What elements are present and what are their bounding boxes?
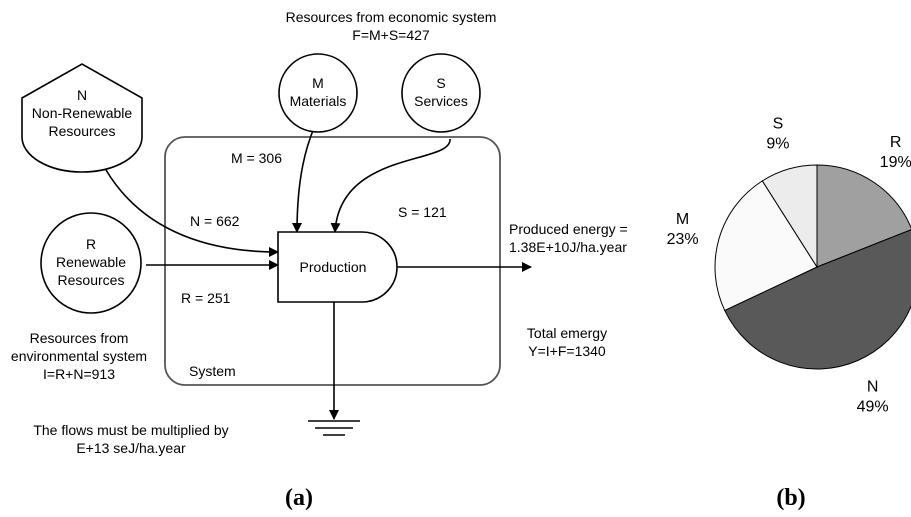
pie-slice-n — [724, 229, 911, 370]
pie-percent-n: 49% — [857, 399, 889, 416]
production-label: Production — [300, 259, 367, 275]
source-m-line1: Materials — [290, 93, 347, 109]
env-resources-line2: environmental system — [11, 348, 147, 364]
system-boundary — [164, 136, 501, 386]
flow-label-s: S = 121 — [398, 204, 447, 220]
pie-slice-m — [714, 180, 818, 312]
panel-label-b: (b) — [776, 485, 805, 511]
produced-energy-line1: Produced energy = — [509, 221, 628, 237]
system-label: System — [189, 363, 236, 379]
pie-slice-r — [816, 164, 911, 268]
env-resources-line1: Resources from — [30, 330, 129, 346]
produced-energy-line2: 1.38E+10J/ha.year — [509, 239, 627, 255]
source-r-line2: Resources — [58, 272, 125, 288]
flow-label-n: N = 662 — [190, 213, 240, 229]
multiplier-note-line2: E+13 seJ/ha.year — [76, 440, 186, 456]
flow-label-m: M = 306 — [231, 150, 282, 166]
source-node-s — [401, 53, 481, 133]
economic-formula: F=M+S=427 — [352, 27, 430, 43]
source-node-m — [278, 53, 358, 133]
env-resources-line3: I=R+N=913 — [43, 366, 115, 382]
source-r-line1: Renewable — [56, 254, 126, 270]
source-s-line1: Services — [414, 93, 468, 109]
source-node-r — [40, 212, 142, 314]
economic-heading: Resources from economic system — [286, 9, 497, 25]
source-n-line1: Non-Renewable — [32, 105, 133, 121]
source-m-letter: M — [312, 75, 324, 91]
pie-letter-r: R — [890, 134, 902, 151]
flow-arrow-n — [105, 169, 279, 257]
flow-arrow-m — [292, 116, 320, 233]
pie-percent-s: 9% — [766, 136, 789, 153]
heat-sink-icon — [308, 420, 360, 436]
pie-letter-m: M — [676, 211, 689, 228]
production-node — [277, 231, 398, 303]
pie-percent-r: 19% — [880, 154, 911, 171]
total-emergy-line1: Total emergy — [527, 325, 607, 341]
panel-label-a: (a) — [285, 485, 313, 511]
emergy-diagram: System Resources from economic system F=… — [11, 9, 628, 511]
multiplier-note-line1: The flows must be multiplied by — [33, 422, 228, 438]
source-n-letter: N — [77, 87, 87, 103]
source-s-letter: S — [436, 75, 445, 91]
pie-slice-s — [761, 164, 818, 269]
pie-percent-m: 23% — [667, 231, 699, 248]
pie-letter-n: N — [867, 379, 879, 396]
pie-letter-s: S — [773, 116, 784, 133]
flow-label-r: R = 251 — [181, 290, 231, 306]
total-emergy-line2: Y=I+F=1340 — [528, 343, 606, 359]
source-n-line2: Resources — [49, 123, 116, 139]
source-r-letter: R — [86, 236, 96, 252]
pie-chart: R 19% N 49% M 23% S 9% — [667, 116, 911, 416]
flow-arrow-s — [330, 138, 451, 233]
source-node-n — [21, 63, 143, 173]
